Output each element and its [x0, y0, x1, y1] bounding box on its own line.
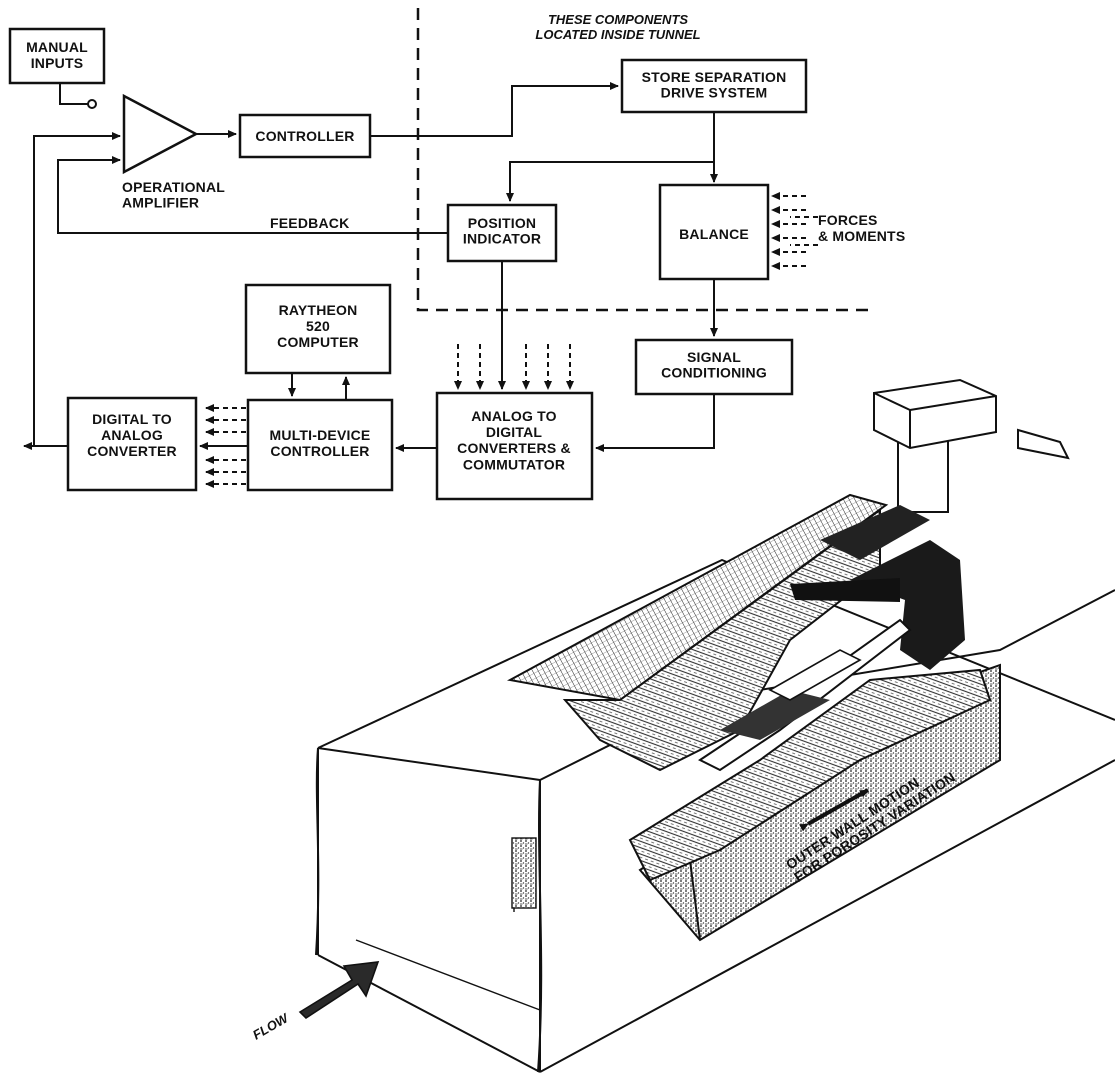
label-line: POSITION — [468, 215, 537, 231]
mdc-output-arrows — [205, 404, 246, 488]
label-line: THESE COMPONENTS — [548, 12, 688, 27]
label-line: COMMUTATOR — [463, 456, 565, 472]
label-line: FLOW — [250, 1010, 292, 1043]
label-line: FEEDBACK — [270, 215, 349, 231]
controller-to-drive-arrow — [370, 82, 619, 137]
label-line: MANUAL — [26, 39, 88, 55]
flow-label: FLOW — [250, 1010, 292, 1043]
tunnel-boundary-line — [416, 8, 870, 312]
drive-to-position-arrow — [506, 161, 714, 202]
label-line: LOCATED INSIDE TUNNEL — [535, 27, 700, 42]
label-line: SIGNAL — [687, 349, 741, 365]
label-line: COMPUTER — [277, 334, 359, 350]
label-line: BALANCE — [679, 226, 749, 242]
label-line: OPERATIONAL — [122, 179, 225, 195]
label-line: 520 — [306, 318, 330, 334]
tunnel-illustration — [298, 378, 1115, 1073]
controller-label: CONTROLLER — [255, 128, 354, 144]
forces-moments-label: FORCES& MOMENTS — [818, 212, 905, 244]
forces-moments-arrows — [771, 192, 818, 270]
label-line: ANALOG TO — [471, 408, 557, 424]
label-line: DIGITAL TO — [92, 411, 172, 427]
adc-input-arrows — [454, 344, 574, 390]
label-line: CONTROLLER — [270, 443, 369, 459]
controller-block: CONTROLLER — [238, 113, 372, 159]
feedback-label: FEEDBACK — [270, 215, 349, 231]
label-line: FORCES — [818, 212, 878, 228]
label-line: CONDITIONING — [661, 365, 767, 381]
balance-label: BALANCE — [679, 226, 749, 242]
label-line: INDICATOR — [463, 231, 541, 247]
feedback-line — [57, 156, 448, 234]
label-line: CONVERTER — [87, 443, 177, 459]
balance-block: BALANCE — [658, 183, 770, 281]
label-line: DRIVE SYSTEM — [661, 85, 768, 101]
label-line: CONTROLLER — [255, 128, 354, 144]
label-line: MULTI-DEVICE — [270, 427, 371, 443]
dac-to-amp-line — [33, 132, 121, 447]
label-line: STORE SEPARATION — [642, 69, 787, 85]
signal-to-adc-arrow — [595, 394, 715, 452]
label-line: ANALOG — [101, 427, 163, 443]
label-line: INPUTS — [31, 55, 84, 71]
label-line: & MOMENTS — [818, 228, 905, 244]
label-line: DIGITAL — [486, 424, 543, 440]
label-line: RAYTHEON — [279, 302, 358, 318]
label-line: CONVERTERS & — [457, 440, 571, 456]
label-line: AMPLIFIER — [122, 195, 199, 211]
